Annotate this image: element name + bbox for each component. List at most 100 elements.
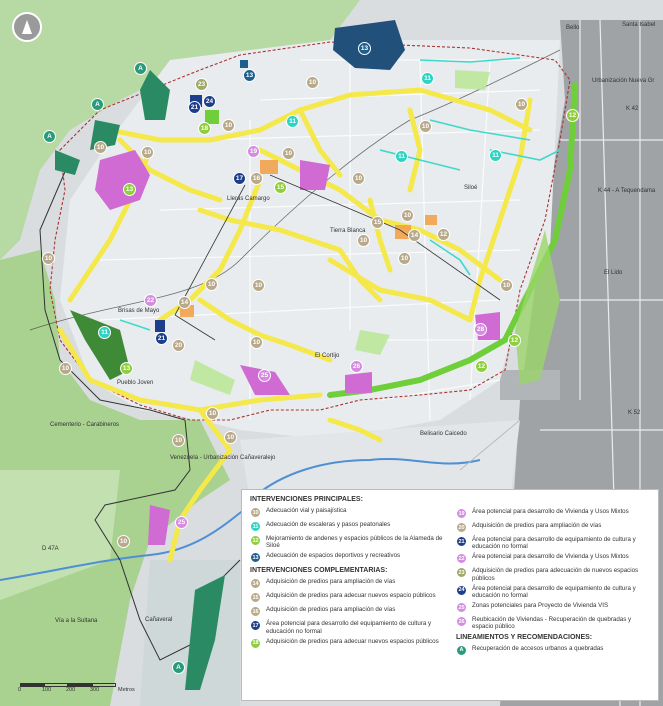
intervention-marker-24[interactable]: 24 [203,95,216,108]
intervention-marker-14[interactable]: 14 [408,229,421,242]
intervention-marker-25[interactable]: 25 [258,369,271,382]
place-label-santa-isabel: Santa Isabel [622,22,656,28]
place-label-siloe: Siloé [464,185,478,191]
legend-marker-18: 18 [250,637,261,649]
intervention-marker-18[interactable]: 18 [198,122,211,135]
legend-text-guideline: Recuperación de accesos urbanos a quebra… [472,644,604,652]
legend-marker-22: 22 [456,553,467,565]
legend-text-12: Mejoramiento de andenes y espacios públi… [266,535,443,550]
intervention-marker-10[interactable]: 10 [401,209,414,222]
intervention-marker-10[interactable]: 10 [59,362,72,375]
intervention-marker-10[interactable]: 10 [500,279,513,292]
intervention-marker-11[interactable]: 11 [286,115,299,128]
legend-text-18: Adquisición de predios para adecuar nuev… [266,637,439,645]
legend-marker-26: 26 [456,616,467,628]
intervention-marker-10[interactable]: 10 [357,234,370,247]
place-label-k52: K 52 [628,410,641,416]
legend-text-16: Adquisición de predios para ampliación d… [266,606,396,614]
intervention-marker-17[interactable]: 17 [233,172,246,185]
intervention-marker-12[interactable]: 12 [437,228,450,241]
intervention-marker-10[interactable]: 10 [224,431,237,444]
intervention-marker-10[interactable]: 10 [222,119,235,132]
intervention-marker-10[interactable]: 10 [306,76,319,89]
intervention-marker-13[interactable]: 13 [120,362,133,375]
intervention-marker-10[interactable]: 10 [352,172,365,185]
legend-marker-12: 12 [250,535,261,546]
intervention-marker-22[interactable]: 22 [144,294,157,307]
intervention-marker-26[interactable]: 26 [350,360,363,373]
legend-marker-23: 23 [456,567,467,579]
legend-text-11: Adecuación de escaleras y pasos peatonal… [266,521,391,528]
legend-text-13: Adecuación de espacios deportivos y recr… [266,552,401,560]
intervention-marker-11[interactable]: 11 [489,149,502,162]
scale-label: 0 [18,687,22,693]
place-label-k42: K 42 [626,106,639,112]
legend-marker-17: 17 [250,620,261,632]
intervention-marker-10[interactable]: 10 [205,278,218,291]
legend-text-20: Adquisición de predios para ampliación d… [472,522,602,529]
legend-text-26: Reubicación de Viviendas - Recuperación … [472,616,632,631]
intervention-marker-11[interactable]: 11 [421,72,434,85]
legend-text-17: Área potencial para desarrollo del equip… [266,620,432,635]
intervention-marker-A[interactable]: A [91,98,104,111]
intervention-marker-A[interactable]: A [172,661,185,674]
intervention-marker-10[interactable]: 10 [117,535,130,548]
intervention-marker-21[interactable]: 21 [155,332,168,345]
intervention-marker-10[interactable]: 10 [282,147,295,160]
legend-item-17: 17 Área potencial para desarrollo del equ… [250,620,455,635]
intervention-marker-10[interactable]: 10 [419,120,432,133]
legend-guidelines-title: LINEAMIENTOS Y RECOMENDACIONES: [456,633,593,641]
intervention-marker-11[interactable]: 11 [98,326,111,339]
place-label-cementerio: Cementerio - Carabineros [50,422,120,428]
intervention-marker-12[interactable]: 12 [508,334,521,347]
intervention-marker-A[interactable]: A [134,62,147,75]
place-label-canaveral: Cañaveral [145,617,173,623]
place-label-via-a-la: Vía a la Sultana [55,618,98,624]
legend-text-25: Zonas potenciales para Proyecto de Vivie… [472,602,609,610]
intervention-marker-13[interactable]: 13 [243,69,256,82]
intervention-marker-20[interactable]: 20 [172,339,185,352]
legend-marker-21: 21 [456,536,467,547]
intervention-marker-10[interactable]: 10 [206,407,219,420]
intervention-marker-15[interactable]: 15 [371,216,384,229]
intervention-marker-19[interactable]: 19 [247,145,260,158]
scale-label: 100 [42,687,52,693]
intervention-marker-10[interactable]: 10 [252,279,265,292]
legend-marker-guideline: A [456,644,467,656]
intervention-marker-11[interactable]: 11 [395,150,408,163]
intervention-marker-10[interactable]: 10 [172,434,185,447]
intervention-marker-10[interactable]: 10 [94,141,107,154]
intervention-marker-14[interactable]: 14 [178,296,191,309]
place-label-camargo: Lleras Camargo [227,196,270,202]
intervention-marker-10[interactable]: 10 [141,146,154,159]
intervention-marker-10[interactable]: 10 [515,98,528,111]
intervention-marker-10[interactable]: 10 [398,252,411,265]
intervention-marker-10[interactable]: 10 [42,252,55,265]
legend-marker-20: 20 [456,522,467,533]
intervention-marker-12[interactable]: 12 [475,360,488,373]
intervention-marker-13[interactable]: 13 [358,42,371,55]
intervention-marker-28[interactable]: 28 [474,323,487,336]
intervention-marker-16[interactable]: 16 [250,172,263,185]
intervention-marker-15[interactable]: 15 [274,181,287,194]
intervention-marker-A[interactable]: A [43,130,56,143]
intervention-marker-23[interactable]: 23 [195,78,208,91]
legend-marker-25: 25 [456,602,467,614]
intervention-marker-12[interactable]: 12 [566,109,579,122]
scale-label: 200 [66,687,76,693]
intervention-marker-25[interactable]: 25 [175,516,188,529]
intervention-marker-21[interactable]: 21 [188,101,201,114]
intervention-marker-13[interactable]: 13 [123,183,136,196]
intervention-marker-10[interactable]: 10 [250,336,263,349]
place-label-brisas: Brisas de Mayo [118,308,160,314]
